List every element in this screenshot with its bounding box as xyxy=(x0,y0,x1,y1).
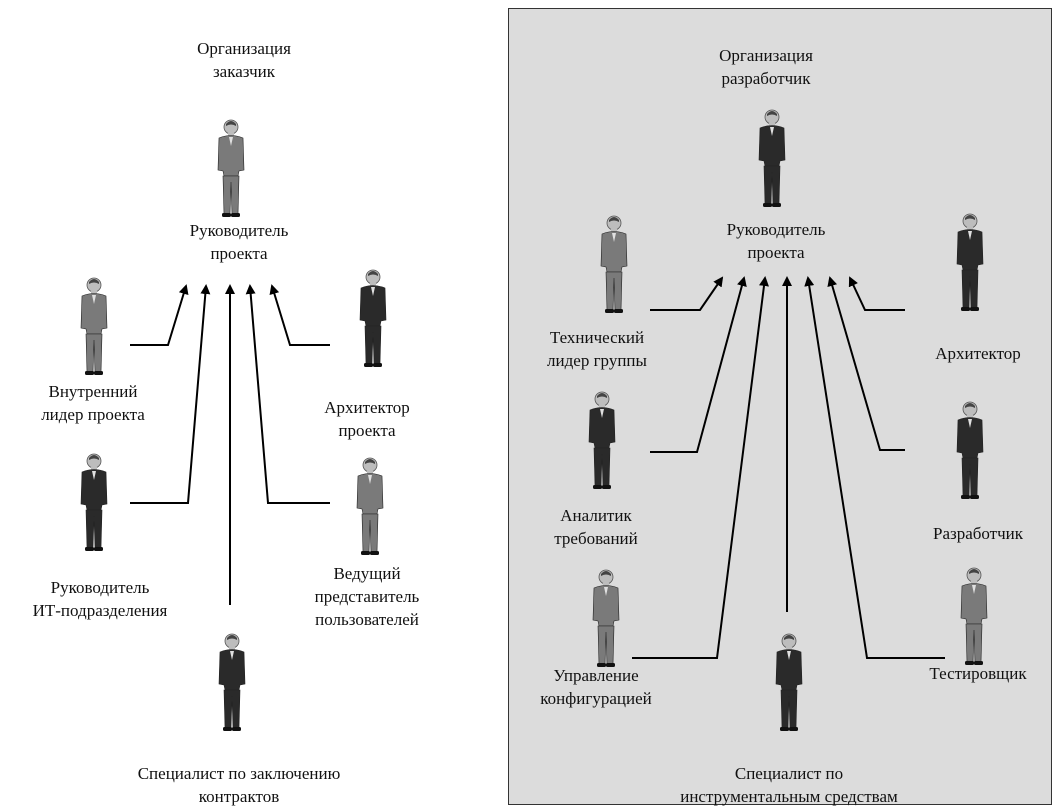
label-line: проекта xyxy=(338,421,396,440)
customer-org-heading-line: Организация xyxy=(197,39,291,58)
label-line: Архитектор xyxy=(935,344,1021,363)
person-contracts-specialist-icon xyxy=(212,632,252,732)
arrow-tester xyxy=(804,276,945,659)
label-line: Специалист по xyxy=(734,764,844,783)
arrow-it-head xyxy=(130,284,211,504)
developer-org-heading: Организация разработчик xyxy=(719,44,813,90)
person-analyst-icon xyxy=(582,390,622,490)
tools-specialist-label: Специалист по инструментальным средствам xyxy=(680,762,898,808)
arrow-config-mgmt xyxy=(632,276,769,659)
person-internal-leader-icon xyxy=(74,276,114,376)
person-config-mgmt-icon xyxy=(586,568,626,668)
tester-label: Тестировщик xyxy=(929,662,1026,685)
analyst-label: Аналитик требований xyxy=(554,504,637,550)
label-line: ИТ-подразделения xyxy=(32,601,168,620)
label-line: пользователей xyxy=(315,610,419,629)
customer-org-heading: Организация заказчик xyxy=(197,37,291,83)
person-tools-specialist-icon xyxy=(769,632,809,732)
arrow-project-architect xyxy=(269,284,330,346)
developer-org-heading-line: Организация xyxy=(719,46,813,65)
person-customer-manager-icon xyxy=(211,118,251,218)
label-line: Руководитель xyxy=(726,220,826,239)
label-line: Архитектор xyxy=(324,398,410,417)
label-line: требований xyxy=(554,529,638,548)
arrow-internal-leader xyxy=(130,284,189,346)
tech-lead-label: Технический лидер группы xyxy=(547,326,647,372)
arrow-analyst xyxy=(650,276,747,453)
arrow-tech-lead xyxy=(650,276,724,311)
it-head-label: Руководитель ИТ-подразделения xyxy=(33,576,168,622)
person-project-architect-icon xyxy=(353,268,393,368)
user-rep-label: Ведущий представитель пользователей xyxy=(315,562,420,631)
label-line: Руководитель xyxy=(189,221,289,240)
config-mgmt-label: Управление конфигурацией xyxy=(540,664,651,710)
label-line: Руководитель xyxy=(50,578,150,597)
label-line: Технический xyxy=(549,328,645,347)
architect-label: Архитектор xyxy=(935,342,1021,365)
arrow-architect xyxy=(848,276,905,311)
label-line: контрактов xyxy=(198,787,280,806)
label-line: Внутренний xyxy=(48,382,138,401)
internal-leader-label: Внутренний лидер проекта xyxy=(41,380,145,426)
label-line: инструментальным средствам xyxy=(680,787,898,806)
contracts-specialist-label: Специалист по заключению контрактов xyxy=(138,762,341,808)
arrow-user-rep xyxy=(245,284,330,504)
developer-org-heading-line: разработчик xyxy=(721,69,811,88)
developer-project-manager-label: Руководитель проекта xyxy=(727,218,826,264)
label-line: представитель xyxy=(314,587,420,606)
label-line: Аналитик xyxy=(560,506,632,525)
person-it-head-icon xyxy=(74,452,114,552)
person-developer-manager-icon xyxy=(752,108,792,208)
label-line: Разработчик xyxy=(932,524,1024,543)
project-architect-label: Архитектор проекта xyxy=(324,396,410,442)
customer-project-manager-label: Руководитель проекта xyxy=(190,219,289,265)
label-line: проекта xyxy=(747,243,805,262)
label-line: Тестировщик xyxy=(929,664,1027,683)
arrow-developer xyxy=(827,276,905,451)
label-line: Управление xyxy=(553,666,639,685)
label-line: проекта xyxy=(210,244,268,263)
developer-label: Разработчик xyxy=(933,522,1023,545)
label-line: конфигурацией xyxy=(540,689,652,708)
label-line: лидер проекта xyxy=(41,405,145,424)
label-line: лидер группы xyxy=(547,351,647,370)
person-architect-icon xyxy=(950,212,990,312)
customer-org-heading-line: заказчик xyxy=(212,62,276,81)
label-line: Ведущий xyxy=(333,564,401,583)
label-line: Специалист по заключению xyxy=(137,764,341,783)
person-tech-lead-icon xyxy=(594,214,634,314)
person-user-rep-icon xyxy=(350,456,390,556)
person-tester-icon xyxy=(954,566,994,666)
person-developer-icon xyxy=(950,400,990,500)
